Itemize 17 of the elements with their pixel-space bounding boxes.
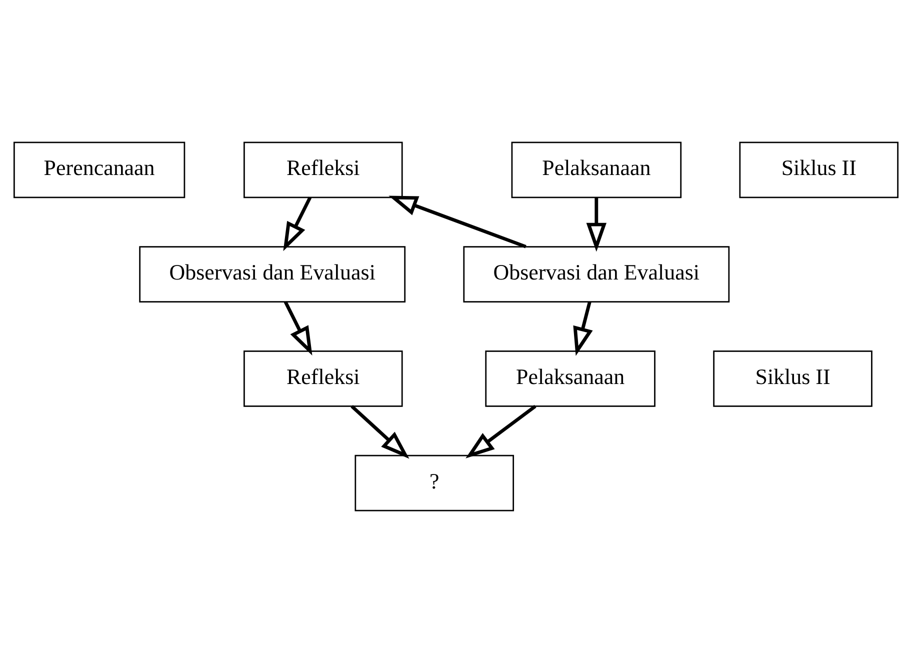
arrow <box>573 301 593 356</box>
node-box: Refleksi <box>244 350 403 407</box>
arrow <box>350 404 410 459</box>
arrow <box>466 404 536 458</box>
node-box: Siklus II <box>713 350 872 407</box>
arrow <box>586 198 607 252</box>
node-box: Refleksi <box>244 142 403 198</box>
node-box: Pelaksanaan <box>511 142 682 198</box>
arrow <box>283 196 312 252</box>
arrow <box>284 301 312 356</box>
node-box: Observasi dan Evaluasi <box>463 246 730 302</box>
node-box: Siklus II <box>739 142 899 198</box>
arrow <box>388 196 526 248</box>
node-box: ? <box>354 454 514 512</box>
node-box: Pelaksanaan <box>485 350 656 407</box>
node-box: Perencanaan <box>13 142 186 198</box>
node-box: Observasi dan Evaluasi <box>139 246 406 302</box>
